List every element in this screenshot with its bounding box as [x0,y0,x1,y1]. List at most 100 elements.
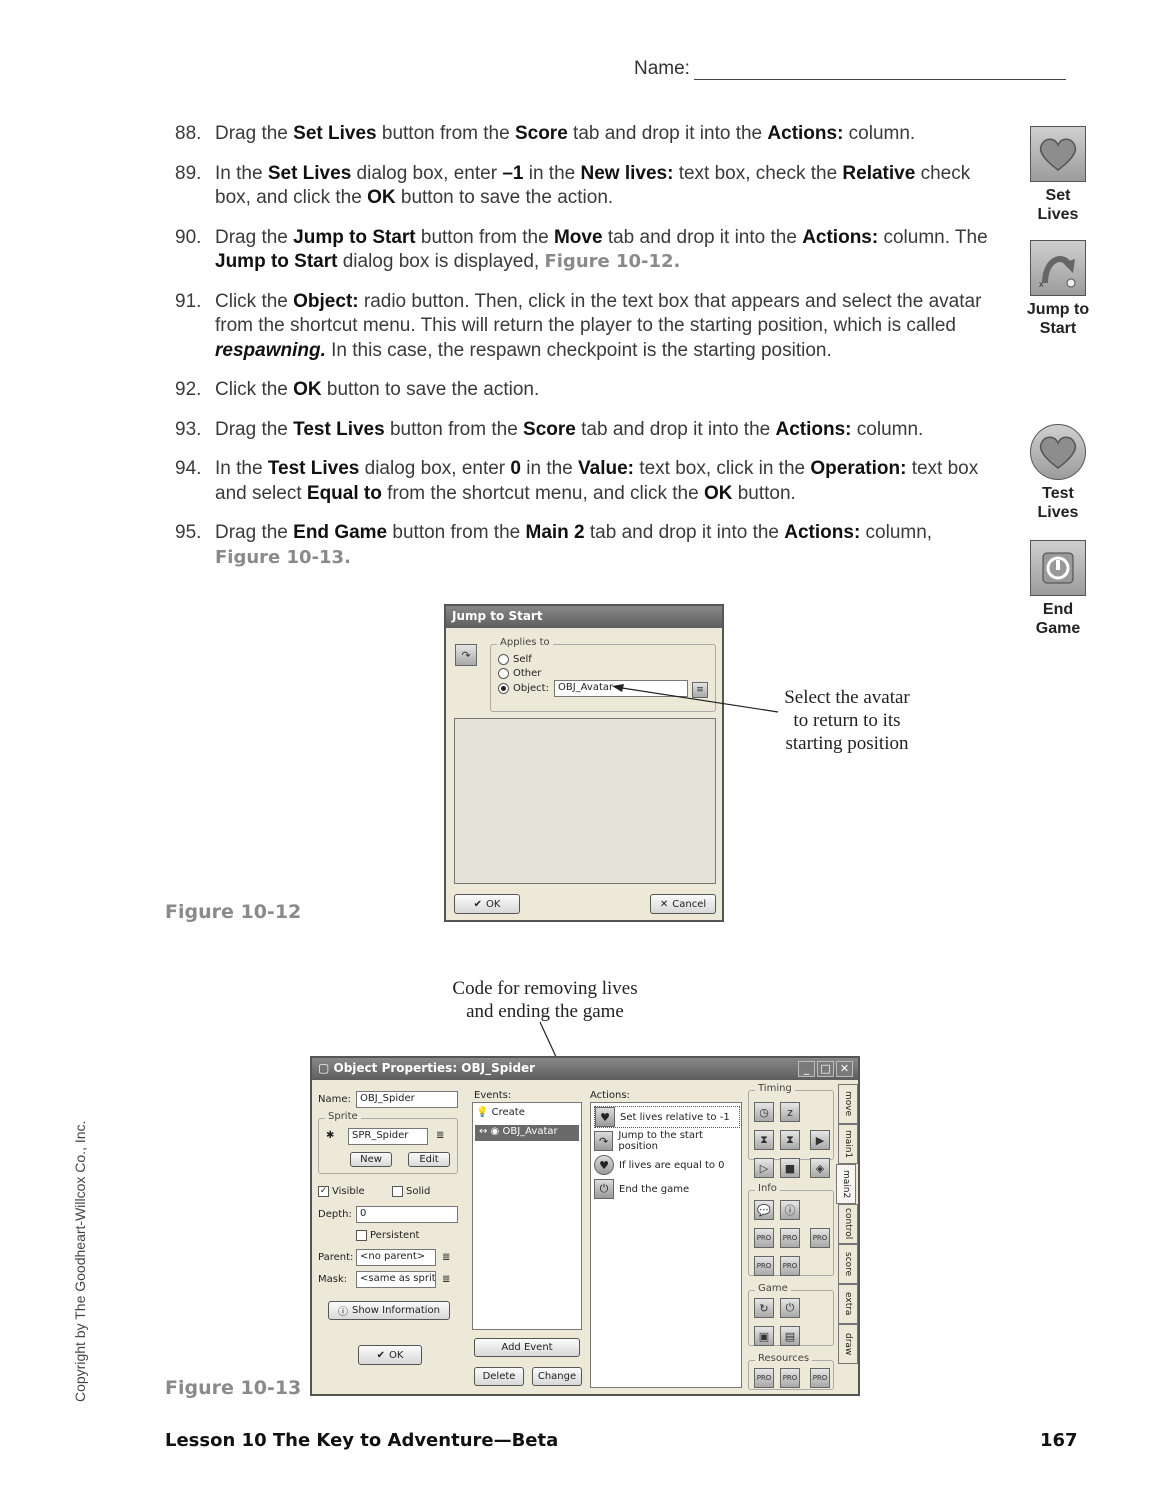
bold-term: Jump to Start [215,251,338,272]
delete-button[interactable]: Delete [474,1367,524,1386]
object-input[interactable]: OBJ_Avatar [554,680,688,697]
action-test-lives[interactable]: ♥If lives are equal to 0 [594,1154,725,1176]
timeline-speed-icon[interactable]: ◈ [810,1158,830,1178]
applies-to-group: Applies to [490,637,716,712]
name-input-value: OBJ_Spider [360,1093,415,1104]
pro-replace-sound-icon[interactable]: PRO [780,1368,800,1388]
pro-replace-sprite-icon[interactable]: PRO [754,1368,774,1388]
sleep-icon[interactable]: z [780,1102,800,1122]
spider-icon: ✱ [326,1130,335,1141]
object-menu-icon[interactable]: ≡ [692,682,708,698]
sprite-new-button[interactable]: New [350,1152,392,1167]
parent-input[interactable]: <no parent> [356,1249,436,1266]
bold-term: OK [293,379,322,400]
cancel-label: Cancel [672,898,707,910]
ok-button[interactable]: ✔OK [454,894,520,914]
window-icon: ▢ [318,1061,334,1075]
check-icon: ✔ [376,1349,385,1361]
tab-control[interactable]: control [838,1204,858,1244]
action-jump-start[interactable]: ↷Jump to the start position [594,1130,741,1152]
tab-move[interactable]: move [838,1084,858,1124]
footer-page-number: 167 [1040,1430,1078,1451]
fig1-callout-line-1: Select the avatar [784,687,910,708]
applies-to-legend: Applies to [497,637,553,648]
bold-term: Actions: [784,522,861,543]
actions-label: Actions: [590,1090,630,1101]
object-input-value: OBJ_Avatar [558,682,614,693]
window-titlebar: ▢ Object Properties: OBJ_Spider [312,1058,858,1080]
tab-control-label: control [843,1208,853,1240]
timeline-set-icon[interactable]: ⧗ [780,1130,800,1150]
step-text: In the [215,458,268,479]
mask-menu-icon[interactable]: ≣ [442,1274,451,1285]
timeline-stop-icon[interactable]: ■ [780,1158,800,1178]
event-create-label: Create [491,1107,525,1118]
save-icon[interactable]: ▣ [754,1326,774,1346]
load-icon[interactable]: ▤ [780,1326,800,1346]
pro-website-icon[interactable]: PRO [754,1228,774,1248]
step-number: 92. [175,379,202,400]
jump-caption-1: Jump to [1026,301,1090,318]
step-text: tab and drop it into the [567,123,768,144]
persistent-checkbox[interactable]: Persistent [356,1230,419,1241]
bold-term: Main 2 [525,522,585,543]
cancel-button[interactable]: ✕Cancel [650,894,716,914]
radio-other[interactable]: Other [498,668,541,679]
tab-main2[interactable]: main2 [836,1164,856,1204]
event-create[interactable]: 💡 Create [476,1107,525,1118]
sprite-legend: Sprite [325,1111,361,1122]
step-item: 89.In the Set Lives dialog box, enter –1… [170,162,1000,211]
step-text: radio button. Then, click in the text bo… [215,290,982,337]
message-icon[interactable]: 💬 [754,1200,774,1220]
solid-checkbox[interactable]: Solid [392,1186,430,1197]
step-number: 93. [175,418,202,440]
fig2-callout: Code for removing lives and ending the g… [430,977,660,1023]
pro-splash-icon[interactable]: PRO [810,1228,830,1248]
instruction-steps: 88.Drag the Set Lives button from the Sc… [170,122,1000,585]
name-input[interactable]: OBJ_Spider [356,1091,458,1108]
action-end-game[interactable]: ⏻End the game [594,1178,689,1200]
radio-self[interactable]: Self [498,654,532,665]
set-lives-caption-2: Lives [1037,206,1079,223]
parent-menu-icon[interactable]: ≣ [442,1252,451,1263]
step-number: 94. [175,458,202,479]
action-set-lives[interactable]: ♥Set lives relative to -1 [594,1106,740,1128]
depth-input[interactable]: 0 [356,1206,458,1223]
timeline-start-icon[interactable]: ▶ [810,1130,830,1150]
action-test-lives-label: If lives are equal to 0 [619,1159,725,1171]
name-blank [693,62,1066,80]
step-item: 93.Drag the Test Lives button from the S… [170,418,1000,443]
show-info-label: Show Information [351,1305,441,1316]
add-event-button[interactable]: Add Event [474,1338,580,1357]
visible-checkbox[interactable]: ✓Visible [318,1186,365,1197]
event-collision[interactable]: ↔ ◉ OBJ_Avatar [475,1125,579,1141]
timeline-pause-icon[interactable]: ▷ [754,1158,774,1178]
tab-extra[interactable]: extra [838,1284,858,1324]
step-text: button from the [415,226,554,248]
end-game-icon[interactable]: ⏻ [780,1298,800,1318]
tab-main1[interactable]: main1 [838,1124,858,1164]
tab-draw[interactable]: draw [838,1324,858,1364]
mask-input[interactable]: <same as sprite> [356,1271,436,1288]
step-text: in the [523,162,581,184]
timeline-icon[interactable]: ⧗ [754,1130,774,1150]
restart-icon[interactable]: ↻ [754,1298,774,1318]
pro-game-info-icon[interactable]: PRO [780,1228,800,1248]
pro-list-icon[interactable]: PRO [780,1256,800,1276]
timer-icon[interactable]: ◷ [754,1102,774,1122]
end-game-caption-2: Game [1035,620,1081,637]
sprite-input[interactable]: SPR_Spider [348,1128,428,1145]
info-icon[interactable]: ⓘ [780,1200,800,1220]
sprite-menu-icon[interactable]: ≣ [436,1130,445,1141]
change-button[interactable]: Change [532,1367,582,1386]
close-icon[interactable]: ✕ [836,1061,853,1077]
pro-highscore-icon[interactable]: PRO [754,1256,774,1276]
sprite-edit-button[interactable]: Edit [408,1152,450,1167]
radio-object[interactable]: Object: [498,683,549,694]
maximize-icon[interactable]: □ [817,1061,834,1077]
pro-replace-bg-icon[interactable]: PRO [810,1368,830,1388]
minimize-icon[interactable]: _ [798,1061,815,1077]
tab-score[interactable]: score [838,1244,858,1284]
ok-button[interactable]: ✔OK [358,1345,422,1365]
